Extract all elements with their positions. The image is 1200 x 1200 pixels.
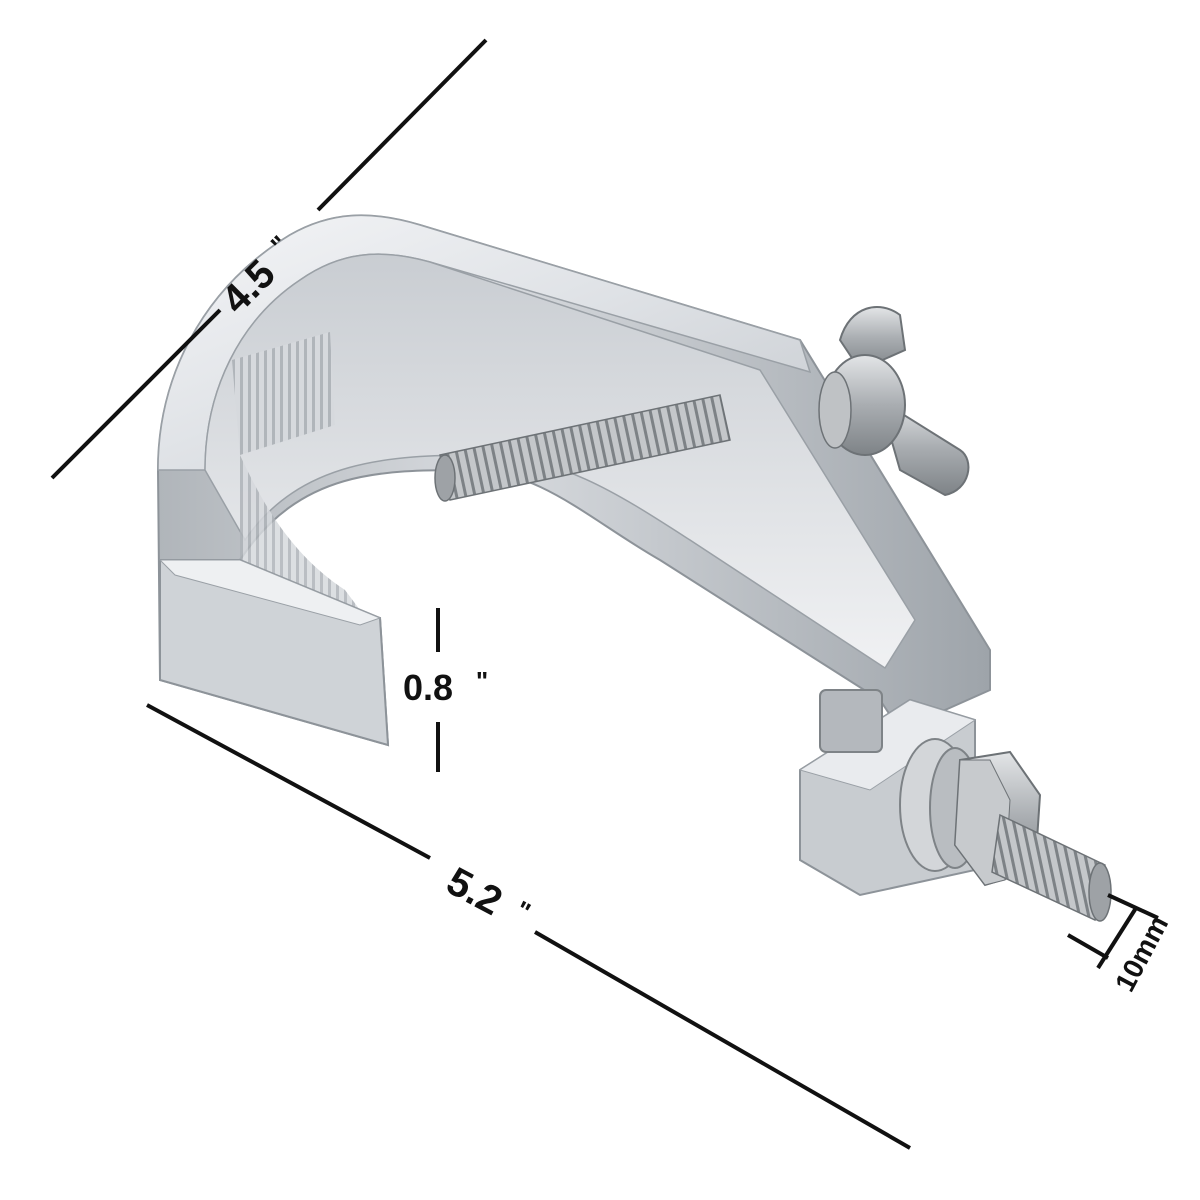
dimension-height-line-lower (50, 308, 222, 480)
clamp-grip-ridges-lower (240, 455, 360, 610)
clamp-grip-ridges (232, 332, 335, 455)
dimension-jaw: 0.8 " (403, 608, 488, 772)
dimension-length: 5.2 " (146, 703, 911, 1150)
dimension-bolt-span (1096, 906, 1138, 970)
dimension-length-unit: " (511, 895, 536, 927)
dimension-bolt-tick-lower (1067, 933, 1109, 960)
dimension-height-line-upper (316, 38, 488, 212)
dimension-length-line-right (534, 930, 911, 1150)
dimension-jaw-unit: " (476, 666, 488, 696)
clamp-square-nut (819, 689, 883, 753)
wing-nut (818, 306, 970, 497)
dimension-length-line-left (146, 703, 431, 860)
clamp-bolt-tip (434, 454, 456, 502)
dimension-length-value: 5.2 (439, 859, 509, 924)
dimension-bolt-tick-upper (1107, 893, 1159, 920)
exposed-bolt-thread (991, 813, 1106, 922)
clamp-lower-jaw-top (158, 559, 382, 626)
clamp-illustration (156, 214, 1112, 922)
dimension-jaw-value: 0.8 (403, 667, 453, 708)
dimension-bolt-value: 10mm (1109, 911, 1174, 997)
hex-nut-assembly (899, 738, 1112, 922)
